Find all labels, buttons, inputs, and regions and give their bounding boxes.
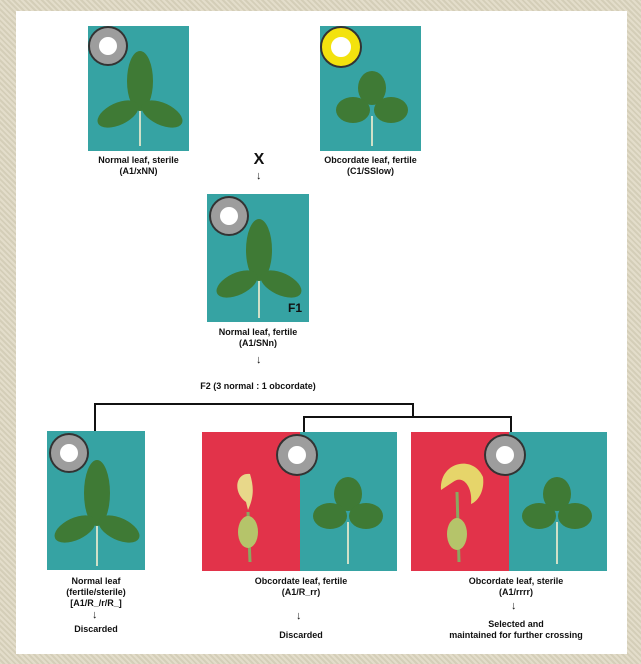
progeny1-photo [47, 431, 145, 570]
gray-ring-icon [90, 28, 126, 64]
connector-line [510, 416, 512, 432]
parent1-photo [88, 26, 189, 151]
gray-ring-icon [486, 436, 524, 474]
obcordate-leaf-image [336, 71, 408, 146]
progeny3-caption: Obcordate leaf, sterile [468, 576, 564, 586]
parent2-genotype: (C1/SSlow) [346, 166, 394, 176]
parent2-photo [320, 26, 421, 151]
progeny3-fate-line2: maintained for further crossing [449, 630, 583, 640]
f1-tag: F1 [287, 301, 302, 315]
progeny1-arrow-icon: ↓ [92, 609, 98, 621]
parent1-caption: Normal leaf, sterile [98, 155, 179, 165]
parent2-caption: Obcordate leaf, fertile [324, 155, 417, 165]
connector-line [303, 416, 305, 432]
trifoliate-leaf-image [97, 51, 183, 146]
cross-arrow-icon: ↓ [256, 170, 262, 182]
f1-arrow-icon: ↓ [256, 354, 262, 366]
trifoliate-leaf-image [54, 460, 140, 566]
f1-caption: Normal leaf, fertile [218, 327, 298, 337]
progeny1-caption: Normal leaf [71, 576, 121, 586]
progeny3-arrow-icon: ↓ [511, 600, 517, 612]
obcordate-leaf-image [522, 477, 592, 564]
parent1-genotype: (A1/xNN) [119, 166, 158, 176]
connector-line [94, 403, 96, 431]
progeny1-fate: Discarded [74, 624, 118, 634]
gray-ring-icon [51, 435, 87, 471]
f1-photo: F1 [207, 194, 309, 322]
f1-genotype: (A1/SNn) [239, 338, 277, 348]
connector-line [303, 416, 512, 418]
progeny2-arrow-icon: ↓ [296, 610, 302, 622]
progeny3-leaf-photo [509, 432, 607, 571]
flower-image [440, 463, 484, 563]
progeny1-line2: (fertile/sterile) [66, 587, 126, 597]
obcordate-leaf-image [313, 477, 383, 564]
progeny3-line2: (A1/rrrr) [498, 587, 533, 597]
diagram-panel: Normal leaf, sterile (A1/xNN) Obcordate … [16, 11, 627, 654]
cross-symbol: X [253, 151, 265, 168]
progeny1-line3: [A1/R_/r/R_] [70, 598, 122, 608]
progeny2-line2: (A1/R_rr) [281, 587, 321, 597]
gray-ring-icon [278, 436, 316, 474]
progeny3-fate: Selected and [488, 619, 544, 629]
progeny2-fate: Discarded [279, 630, 323, 640]
progeny2-caption: Obcordate leaf, fertile [254, 576, 348, 586]
yellow-ring-icon [322, 28, 360, 66]
progeny2-leaf-photo [300, 432, 397, 571]
trifoliate-leaf-image [216, 219, 302, 318]
connector-line [94, 403, 414, 405]
connector-line [412, 403, 414, 417]
flower-image [237, 473, 258, 563]
gray-ring-icon [211, 198, 247, 234]
f2-heading: F2 (3 normal : 1 obcordate) [200, 381, 316, 391]
